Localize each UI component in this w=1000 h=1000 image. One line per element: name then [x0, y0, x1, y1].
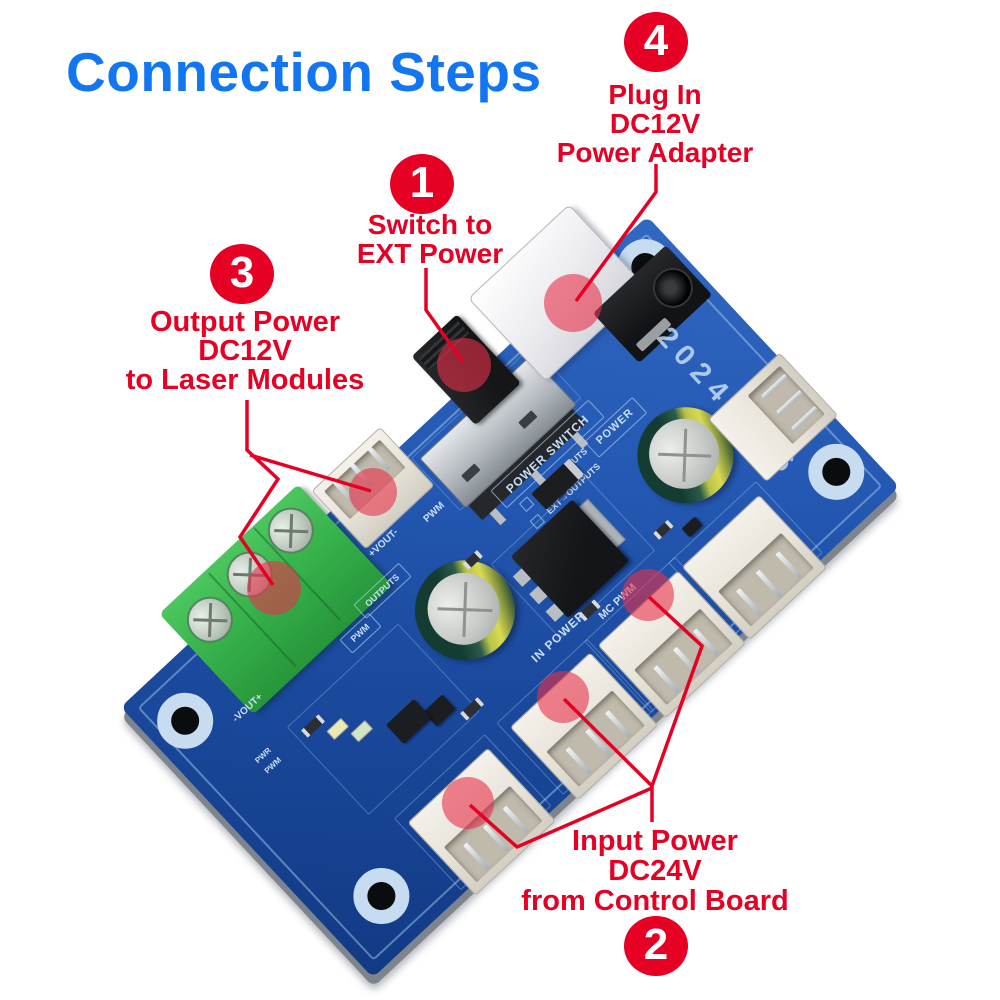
page-title: Connection Steps — [66, 41, 542, 103]
step-text-line: EXT Power — [356, 238, 504, 269]
switch-slot — [461, 463, 481, 483]
step-text-line: to Laser Modules — [125, 364, 365, 396]
knob-ridges — [418, 321, 469, 370]
step-badge-1: 1 — [390, 154, 454, 214]
switch-slot — [518, 410, 538, 430]
step-text-line: DC12V — [609, 108, 701, 139]
step-text-line: Plug In — [608, 79, 702, 110]
step-text-line: DC12V — [198, 335, 292, 367]
step-text-line: DC24V — [608, 855, 702, 887]
step-badge-2: 2 — [624, 916, 688, 976]
step-text-line: Output Power — [149, 306, 341, 338]
step-text-line: from Control Board — [521, 885, 789, 917]
step-text-4: Plug In DC12V Power Adapter — [505, 80, 805, 167]
step-badge-3: 3 — [210, 244, 274, 304]
step-text-line: Switch to — [367, 209, 493, 240]
step-badge-4: 4 — [624, 12, 688, 72]
step-text-1: Switch to EXT Power — [300, 210, 560, 268]
step-text-line: Power Adapter — [556, 137, 754, 168]
step-text-3: Output Power DC12V to Laser Modules — [90, 308, 400, 395]
